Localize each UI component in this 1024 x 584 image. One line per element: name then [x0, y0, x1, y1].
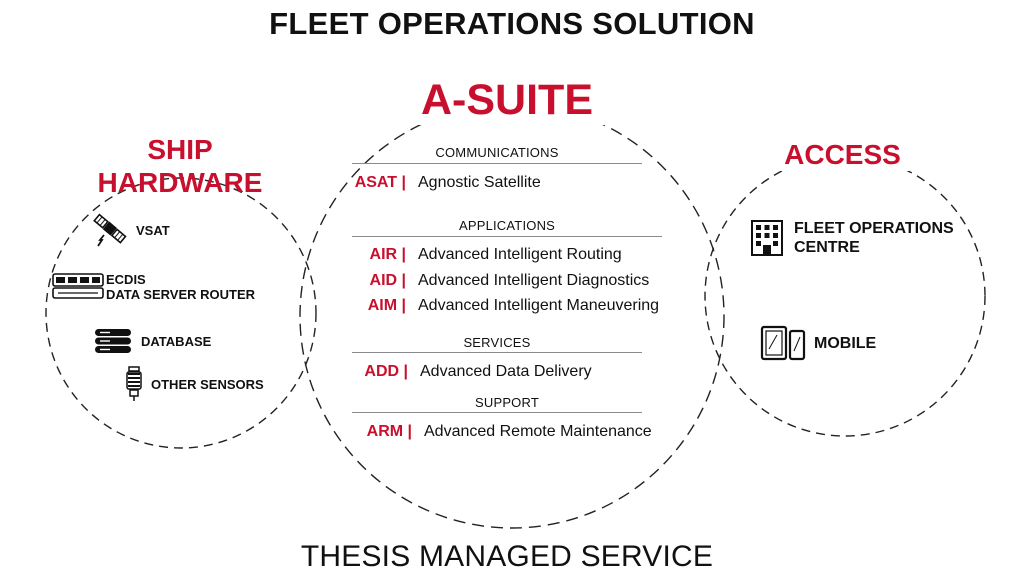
access-item-fleet-ops: FLEET OPERATIONS CENTRE [750, 219, 954, 257]
hardware-item-database: DATABASE [94, 328, 211, 354]
service-description: Advanced Intelligent Diagnostics [418, 272, 650, 289]
access-circle [704, 155, 986, 437]
mobile-devices-icon [760, 325, 806, 361]
section-heading-applications: APPLICATIONS [458, 218, 556, 233]
hardware-label-ecdis: ECDIS DATA SERVER ROUTER [106, 272, 255, 302]
service-row-arm: ARM | Advanced Remote Maintenance [330, 423, 652, 441]
section-heading-support: SUPPORT [474, 395, 539, 410]
section-divider [352, 236, 662, 237]
satellite-icon [90, 210, 130, 250]
page-title: FLEET OPERATIONS SOLUTION [269, 6, 755, 41]
hardware-label-database: DATABASE [141, 333, 212, 349]
access-title: ACCESS [760, 139, 925, 171]
sensor-icon [124, 366, 144, 402]
service-description: Advanced Data Delivery [420, 363, 592, 380]
service-row-add: ADD | Advanced Data Delivery [330, 363, 592, 381]
hardware-label-sensors: OTHER SENSORS [151, 376, 264, 392]
service-description: Advanced Intelligent Routing [418, 246, 622, 263]
hardware-label-vsat: VSAT [136, 222, 170, 238]
access-label-fleet-ops-line1: FLEET OPERATIONS [794, 220, 954, 237]
service-code: ADD | [364, 363, 408, 380]
ship-hardware-title-line2: HARDWARE [97, 167, 263, 198]
service-description: Agnostic Satellite [418, 174, 541, 191]
hardware-item-vsat: VSAT [90, 210, 170, 250]
hardware-label-ecdis-line2: DATA SERVER ROUTER [106, 287, 256, 302]
service-code: AIR | [369, 246, 406, 263]
hardware-item-sensors: OTHER SENSORS [124, 366, 264, 402]
section-heading-services: SERVICES [463, 335, 531, 350]
service-row-air: AIR | Advanced Intelligent Routing [330, 246, 622, 264]
database-icon [94, 328, 132, 354]
ship-hardware-title: SHIP HARDWARE [85, 133, 275, 199]
section-divider [352, 412, 642, 413]
access-label-fleet-ops: FLEET OPERATIONS CENTRE [794, 219, 954, 257]
hardware-label-ecdis-line1: ECDIS [106, 272, 146, 287]
access-label-fleet-ops-line2: CENTRE [794, 239, 860, 256]
service-row-asat: ASAT | Agnostic Satellite [330, 174, 541, 192]
hardware-item-ecdis: ECDIS DATA SERVER ROUTER [52, 272, 255, 302]
section-divider [352, 163, 642, 164]
access-label-mobile: MOBILE [814, 334, 877, 352]
a-suite-circle [299, 103, 725, 529]
access-item-mobile: MOBILE [760, 325, 876, 361]
ship-hardware-title-line1: SHIP [147, 134, 213, 165]
service-row-aid: AID | Advanced Intelligent Diagnostics [330, 272, 650, 290]
service-row-aim: AIM | Advanced Intelligent Maneuvering [330, 297, 659, 315]
service-code: ARM | [366, 423, 412, 440]
ship-hardware-circle [45, 177, 317, 449]
section-heading-communications: COMMUNICATIONS [435, 145, 559, 160]
service-description: Advanced Remote Maintenance [424, 423, 652, 440]
a-suite-title: A-SUITE [390, 76, 624, 125]
service-description: Advanced Intelligent Maneuvering [418, 297, 660, 314]
building-icon [750, 219, 784, 257]
service-code: ASAT | [354, 174, 406, 191]
footer-title: THESIS MANAGED SERVICE [300, 540, 714, 573]
section-divider [352, 352, 642, 353]
service-code: AID | [369, 272, 406, 289]
server-rack-icon [52, 272, 104, 302]
service-code: AIM | [367, 297, 406, 314]
